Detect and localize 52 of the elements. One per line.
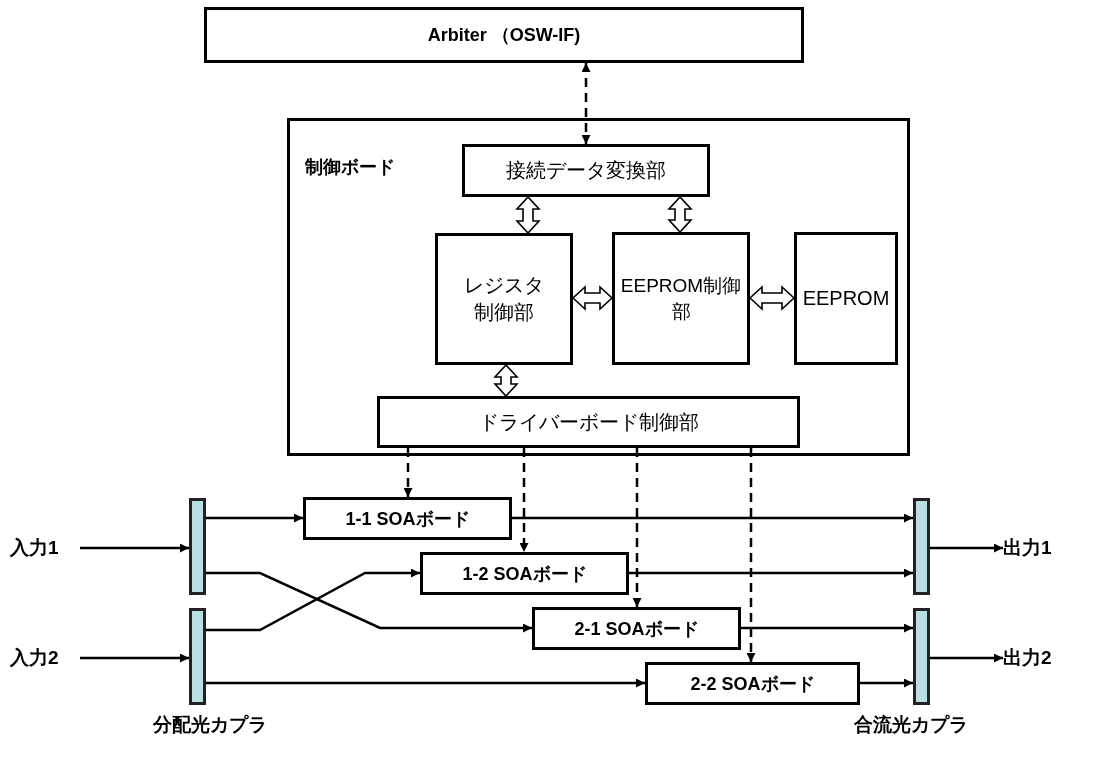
node-text: 出力2	[1003, 646, 1052, 670]
node-text: 1-1 SOAボード	[345, 507, 470, 531]
node-text: 1-2 SOAボード	[462, 562, 587, 586]
arrow	[512, 513, 913, 523]
board-box	[303, 497, 512, 540]
dashed-arrow	[746, 448, 756, 662]
arrow	[930, 543, 1003, 553]
arrow	[930, 653, 1003, 663]
arrow	[741, 623, 913, 633]
module-box	[794, 232, 898, 365]
node-text: EEPROM制御部	[619, 273, 743, 324]
arrow	[80, 543, 189, 553]
board-box	[645, 662, 860, 705]
node-text: ドライバーボード制御部	[478, 409, 699, 435]
arrow	[206, 678, 645, 688]
node-text: 出力1	[1003, 536, 1052, 560]
module-box	[462, 144, 710, 197]
system-box	[204, 7, 804, 63]
double-arrow	[748, 285, 796, 311]
dashed-arrow	[403, 448, 413, 497]
node-text: 入力2	[10, 646, 59, 670]
dashed-arrow	[581, 63, 591, 144]
double-arrow	[493, 363, 519, 398]
module-box	[435, 233, 573, 365]
dashed-arrow	[632, 448, 642, 607]
double-arrow	[571, 285, 614, 311]
node-caption: 分配光カプラ	[153, 713, 267, 737]
arrow	[206, 571, 532, 633]
node-text: レジスタ制御部	[463, 273, 545, 325]
coupler-bar	[189, 498, 206, 595]
arrow	[206, 513, 303, 523]
module-box	[612, 232, 750, 365]
double-arrow	[515, 195, 541, 235]
node-text: 入力1	[10, 536, 59, 560]
node-text: 2-1 SOAボード	[574, 617, 699, 641]
board-panel	[287, 118, 910, 456]
node-text: 接続データ変換部	[506, 158, 666, 183]
coupler-bar	[913, 498, 930, 595]
module-box	[377, 396, 800, 448]
node-text: Arbiter （OSW-IF)	[427, 24, 581, 47]
arrow	[206, 568, 420, 632]
dashed-arrow	[519, 448, 529, 552]
node-text: EEPROM	[802, 287, 890, 310]
board-title: 制御ボード	[305, 156, 395, 179]
node-text: 2-2 SOAボード	[690, 672, 815, 696]
node-caption: 合流光カプラ	[854, 713, 968, 737]
board-box	[532, 607, 741, 650]
arrow	[860, 678, 913, 688]
arrow	[629, 568, 913, 578]
arrow	[80, 653, 189, 663]
board-box	[420, 552, 629, 595]
double-arrow	[667, 195, 693, 234]
